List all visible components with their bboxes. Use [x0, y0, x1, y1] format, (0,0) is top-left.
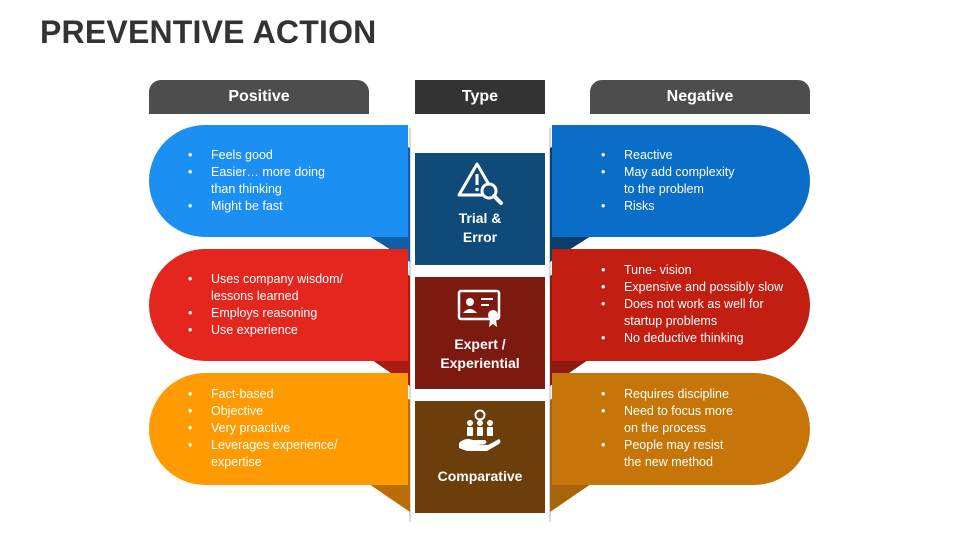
positive-pill-comparative: Fact-based Objective Very proactive Leve…	[149, 373, 408, 485]
positive-pill-expert: Uses company wisdom/ lessons learned Emp…	[149, 249, 408, 361]
list-item: expertise	[211, 455, 262, 469]
list-item: Expensive and possibly slow	[601, 279, 801, 296]
type-header: Type	[415, 80, 545, 114]
list-item: than thinking	[211, 182, 282, 196]
type-label-line: Expert /	[454, 336, 506, 352]
certificate-icon	[457, 289, 501, 327]
team-hand-icon	[459, 409, 501, 451]
page-title: PREVENTIVE ACTION	[40, 14, 377, 50]
list-item: Might be fast	[188, 198, 388, 215]
warning-search-icon	[457, 162, 503, 205]
type-label-line: Trial &	[458, 210, 502, 226]
list-item: the new method	[624, 455, 713, 469]
type-label-line: Error	[462, 229, 498, 245]
list-item: Tune- vision	[601, 262, 801, 279]
list-item: Leverages experience/	[188, 437, 388, 454]
positive-pill-trial-error: Feels good Easier… more doing than think…	[149, 125, 408, 237]
list-item: Uses company wisdom/	[188, 271, 388, 288]
list-item: Easier… more doing	[188, 164, 388, 181]
negative-pill-comparative: Requires discipline Need to focus more o…	[552, 373, 810, 485]
list-item: May add complexity	[601, 164, 801, 181]
list-item: Use experience	[188, 322, 388, 339]
type-label-line: Experiential	[440, 355, 520, 371]
list-item: startup problems	[624, 314, 718, 328]
list-item: Feels good	[188, 147, 388, 164]
list-item: Need to focus more	[601, 403, 801, 420]
type-box-expert: Expert / Experiential	[415, 277, 545, 389]
list-item: Requires discipline	[601, 386, 801, 403]
list-item: Reactive	[601, 147, 801, 164]
list-item: on the process	[624, 421, 706, 435]
negative-header: Negative	[590, 80, 810, 114]
type-box-comparative: Comparative	[415, 401, 545, 513]
type-box-trial-error: Trial & Error	[415, 153, 545, 265]
type-label-line: Comparative	[437, 468, 523, 484]
list-item: No deductive thinking	[601, 330, 801, 347]
list-item: Employs reasoning	[188, 305, 388, 322]
negative-pill-expert: Tune- vision Expensive and possibly slow…	[552, 249, 810, 361]
list-item: Very proactive	[188, 420, 388, 437]
negative-pill-trial-error: Reactive May add complexity to the probl…	[552, 125, 810, 237]
list-item: Does not work as well for	[601, 296, 801, 313]
list-item: People may resist	[601, 437, 801, 454]
positive-header: Positive	[149, 80, 369, 114]
list-item: Risks	[601, 198, 801, 215]
list-item: lessons learned	[211, 289, 299, 303]
list-item: Fact-based	[188, 386, 388, 403]
list-item: to the problem	[624, 182, 704, 196]
list-item: Objective	[188, 403, 388, 420]
